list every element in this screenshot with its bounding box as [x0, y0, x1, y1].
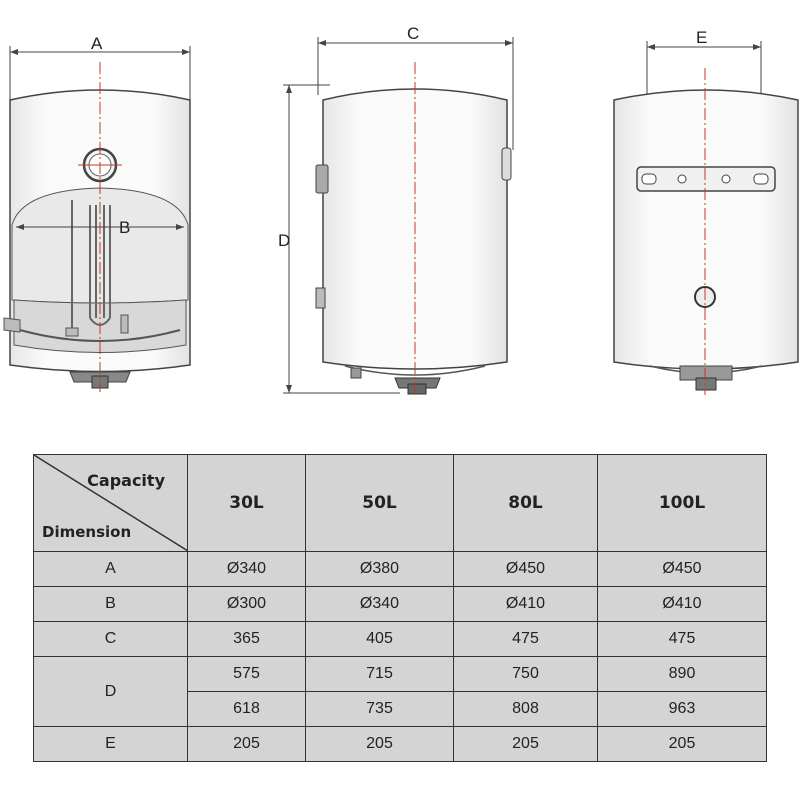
dimension-label-a: A: [91, 34, 103, 53]
table-cell: Ø340: [305, 586, 454, 622]
table-cell: 475: [453, 621, 598, 657]
table-row: 618 735 808 963: [34, 691, 767, 727]
table-row: E 205 205 205 205: [33, 726, 767, 762]
table-cell: 618: [187, 691, 306, 727]
column-header: 80L: [453, 454, 598, 552]
table-cell: Ø450: [597, 551, 767, 587]
table-cell: 205: [597, 726, 767, 762]
dimension-label-d: D: [278, 231, 290, 250]
table-row: D 575 715 750 890: [33, 656, 767, 727]
column-header: 100L: [597, 454, 767, 552]
row-label: B: [33, 586, 188, 622]
table-cell: 205: [453, 726, 598, 762]
table-row: A Ø340 Ø380 Ø450 Ø450: [33, 551, 767, 587]
technical-drawings: A B C: [3, 24, 799, 395]
table-cell: Ø410: [453, 586, 598, 622]
table-cell: 963: [597, 691, 767, 727]
row-label: C: [33, 621, 188, 657]
table-cell: Ø340: [187, 551, 306, 587]
table-corner-cell: Capacity Dimension: [33, 454, 188, 552]
table-cell: Ø410: [597, 586, 767, 622]
table-cell: 205: [187, 726, 306, 762]
table-cell: 890: [597, 656, 767, 692]
side-view-drawing: C D: [278, 24, 514, 395]
table-cell: 750: [453, 656, 598, 692]
capacity-header: Capacity: [87, 471, 165, 490]
table-row: C 365 405 475 475: [33, 621, 767, 657]
column-header: 50L: [305, 454, 454, 552]
table-cell: 575: [187, 656, 306, 692]
table-cell: 365: [187, 621, 306, 657]
corner-diagonal: [34, 455, 187, 551]
table-cell: 205: [305, 726, 454, 762]
table-cell: 405: [305, 621, 454, 657]
table-cell: 735: [305, 691, 454, 727]
table-cell: 808: [453, 691, 598, 727]
dimension-table: Capacity Dimension 30L 50L 80L 100L A Ø3…: [33, 454, 767, 762]
rear-view-drawing: E: [613, 28, 799, 395]
row-label: A: [33, 551, 188, 587]
front-view-drawing: A B: [3, 34, 191, 392]
table-cell: Ø380: [305, 551, 454, 587]
table-cell: 715: [305, 656, 454, 692]
column-header: 30L: [187, 454, 306, 552]
row-label: E: [33, 726, 188, 762]
row-label: D: [33, 656, 188, 727]
table-cell: 475: [597, 621, 767, 657]
dimension-label-b: B: [119, 218, 130, 237]
table-header-row: Capacity Dimension 30L 50L 80L 100L: [33, 454, 767, 552]
table-row: B Ø300 Ø340 Ø410 Ø410: [33, 586, 767, 622]
dimension-header: Dimension: [42, 523, 132, 541]
dimension-label-c: C: [407, 24, 419, 43]
table-cell: Ø450: [453, 551, 598, 587]
table-cell: Ø300: [187, 586, 306, 622]
dimension-label-e: E: [696, 28, 707, 47]
